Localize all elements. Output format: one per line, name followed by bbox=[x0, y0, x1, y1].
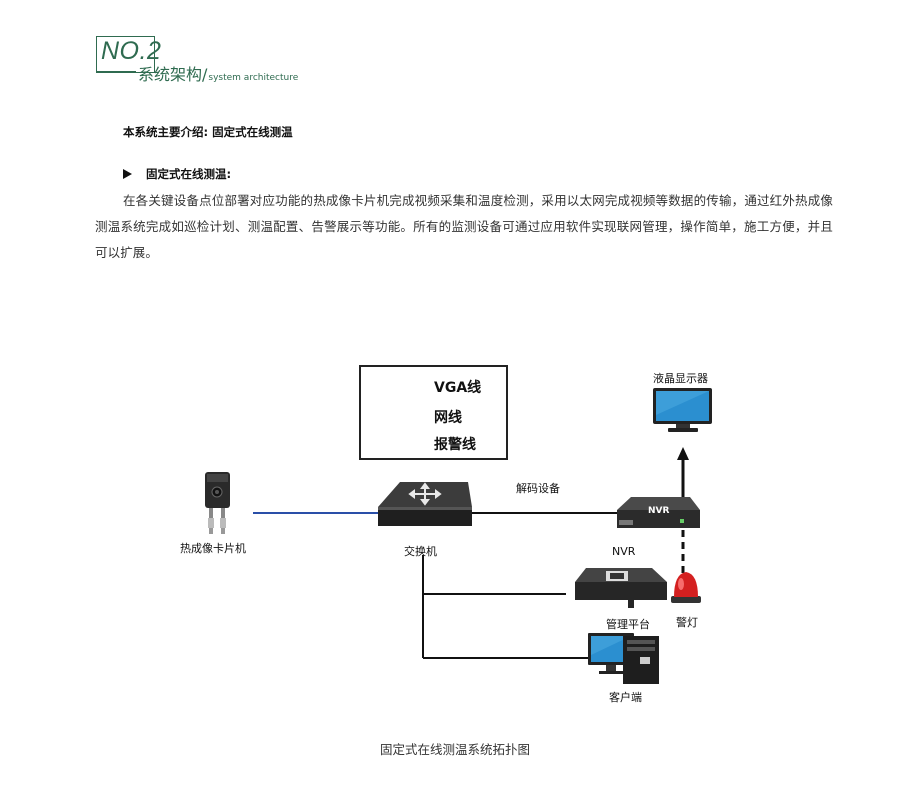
management-platform-icon bbox=[575, 568, 667, 608]
camera-label: 热成像卡片机 bbox=[180, 542, 246, 555]
alarm-light-icon bbox=[671, 572, 701, 603]
nvr-device-label: NVR bbox=[648, 506, 670, 516]
thermal-camera-icon bbox=[205, 472, 230, 534]
triangle-bullet-icon bbox=[123, 169, 132, 179]
client-label: 客户端 bbox=[609, 691, 642, 704]
section-title-cn: 系统架构/ bbox=[138, 65, 208, 84]
decoder-label: 解码设备 bbox=[516, 482, 560, 495]
diagram-legend bbox=[359, 365, 508, 460]
client-computer-icon bbox=[588, 633, 659, 684]
network-switch-icon bbox=[378, 482, 472, 526]
subheading-text: 固定式在线测温: bbox=[146, 167, 232, 181]
section-badge: NO.2 bbox=[101, 37, 162, 65]
nvr-device-icon bbox=[617, 497, 700, 528]
section-title-en: system architecture bbox=[208, 73, 299, 83]
lcd-monitor-icon bbox=[653, 388, 712, 432]
lcd-label: 液晶显示器 bbox=[653, 372, 708, 385]
badge-underline bbox=[96, 71, 136, 72]
section-title: 系统架构/system architecture bbox=[138, 61, 298, 85]
description-paragraph: 在各关键设备点位部署对应功能的热成像卡片机完成视频采集和温度检测，采用以太网完成… bbox=[95, 193, 833, 260]
alarm-light-label: 警灯 bbox=[676, 616, 698, 629]
section-badge-frame bbox=[96, 36, 155, 73]
platform-label: 管理平台 bbox=[606, 618, 650, 631]
legend-alarm-label: 报警线 bbox=[434, 437, 476, 453]
figure-caption: 固定式在线测温系统拓扑图 bbox=[379, 742, 530, 757]
intro-line: 本系统主要介绍: 固定式在线测温 bbox=[123, 125, 293, 139]
nvr-label: NVR bbox=[612, 545, 636, 558]
subheading: 固定式在线测温: bbox=[123, 166, 231, 182]
switch-label: 交换机 bbox=[404, 545, 437, 558]
legend-vga-label: VGA线 bbox=[434, 380, 482, 396]
legend-network-label: 网线 bbox=[434, 410, 462, 426]
vga-arrowhead bbox=[677, 447, 689, 460]
